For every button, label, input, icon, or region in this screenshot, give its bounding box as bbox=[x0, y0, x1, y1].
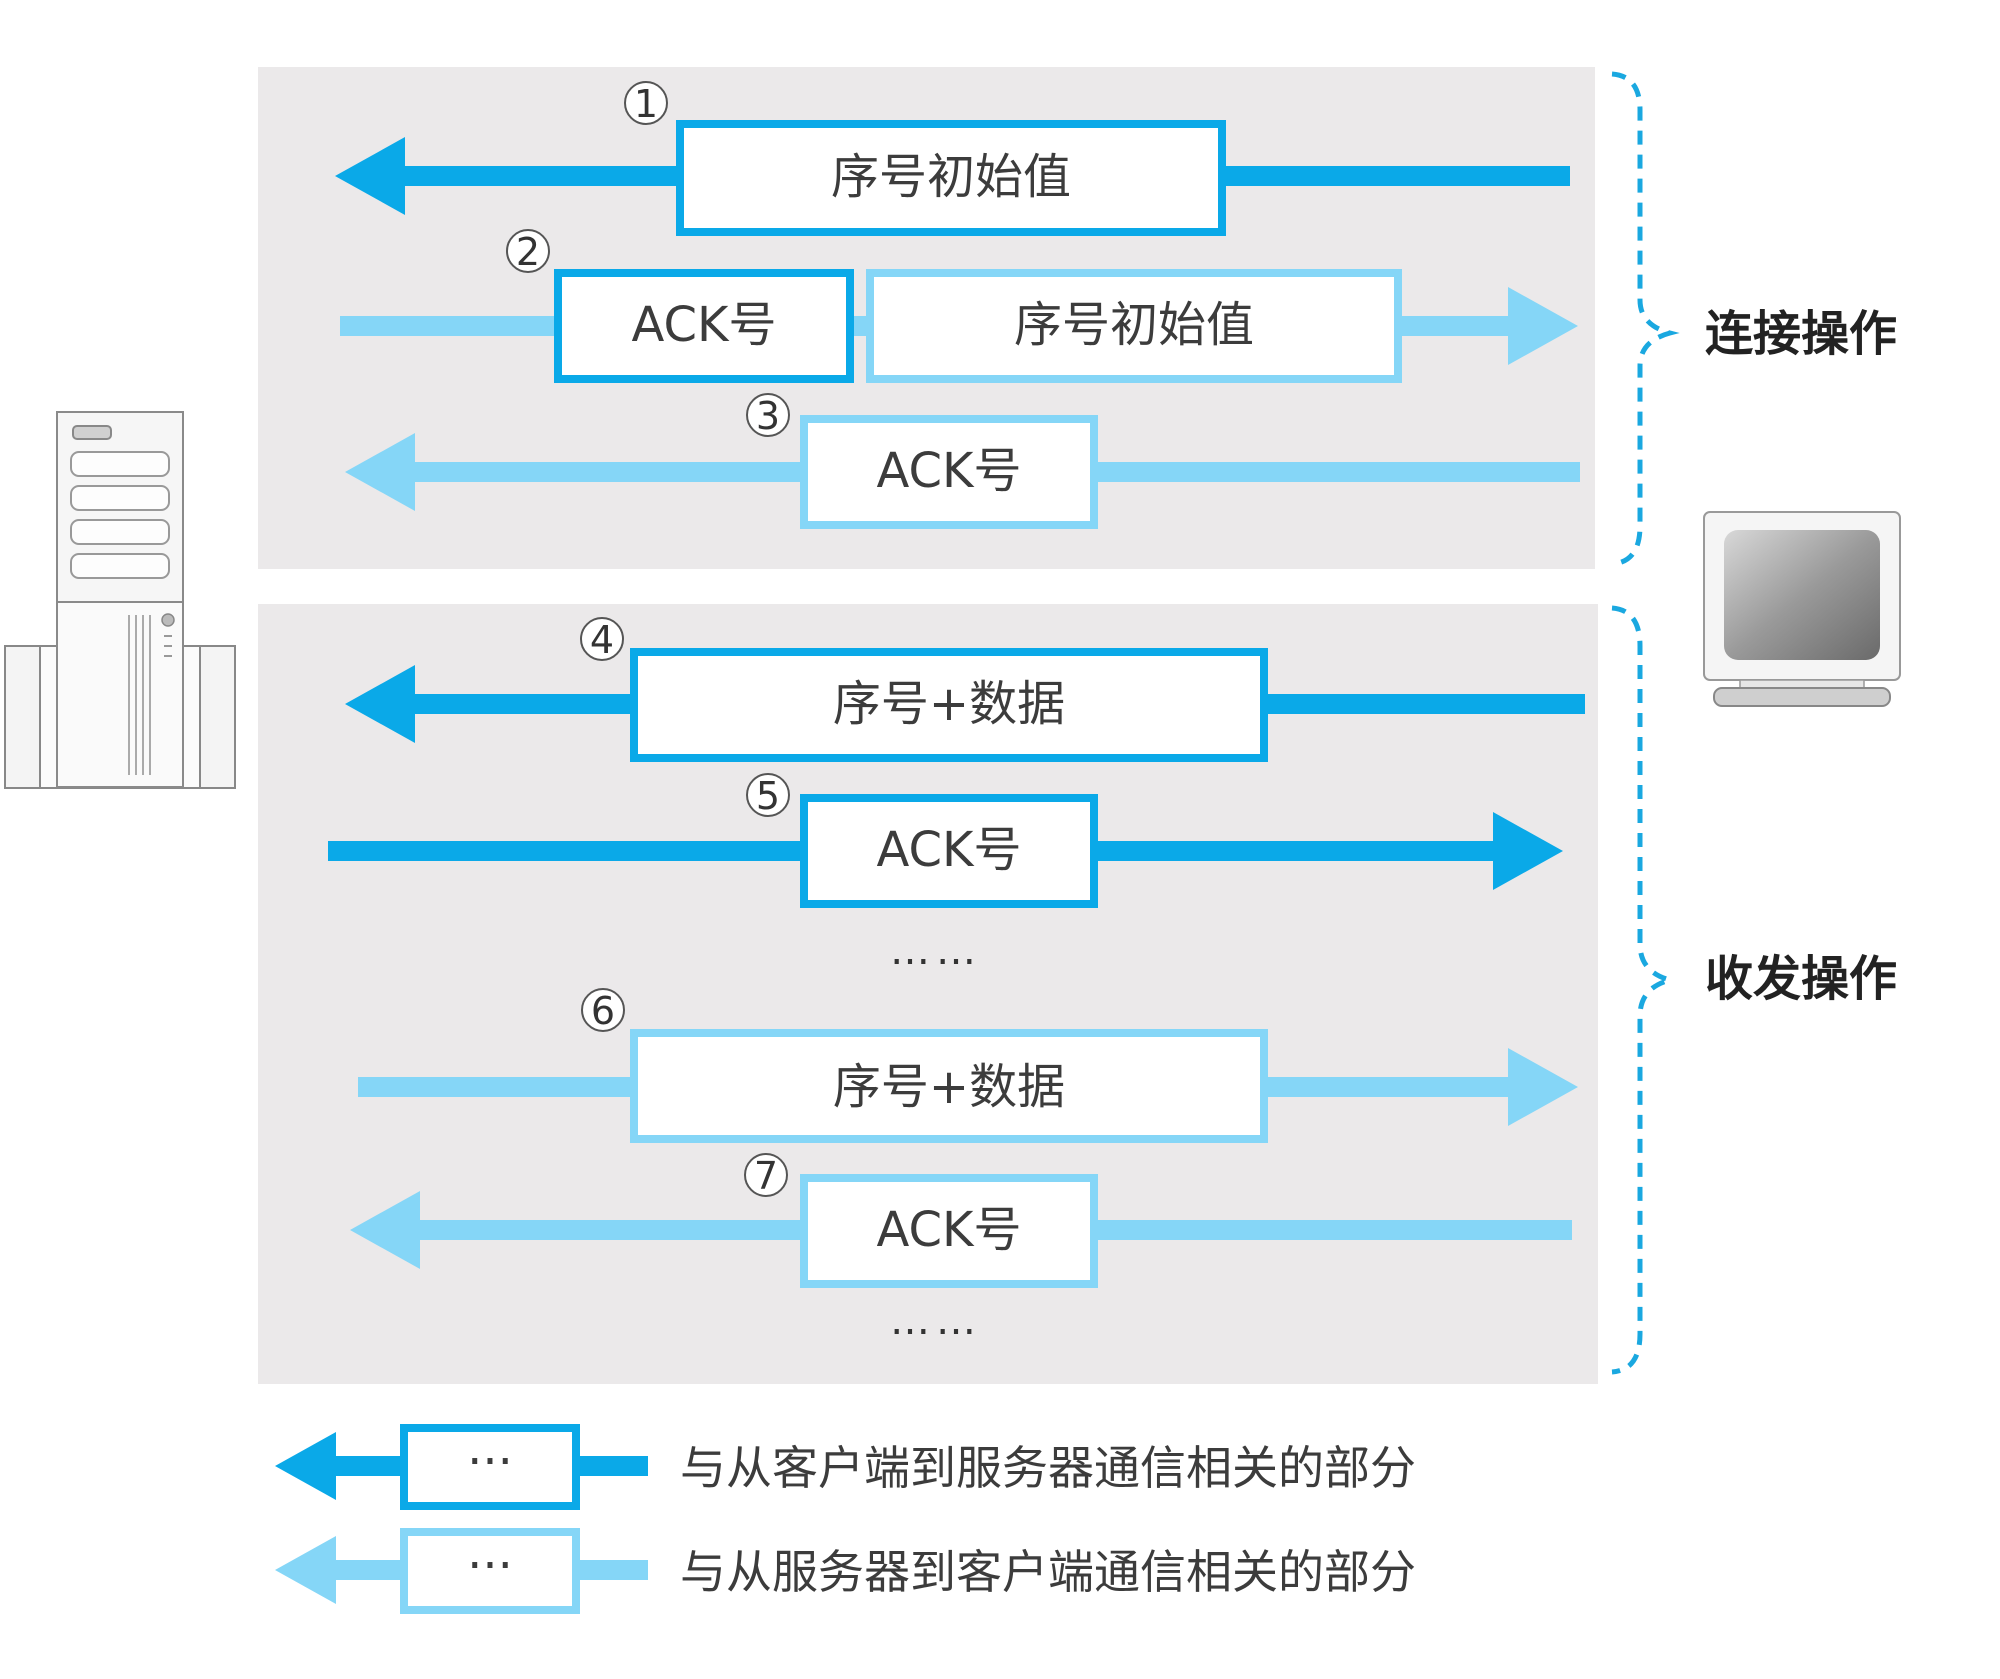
step-7-box bbox=[800, 1174, 1098, 1288]
step-6-number-circle bbox=[581, 988, 625, 1032]
step-2-arrowhead bbox=[1508, 287, 1578, 365]
legend-dark-text: 与从客户端到服务器通信相关的部分 bbox=[680, 1441, 1416, 1495]
step-5-segment: ACK号 5 bbox=[328, 773, 1563, 908]
step-1-box bbox=[676, 120, 1226, 236]
step-6-number: 6 bbox=[591, 989, 615, 1033]
step-4-arrowhead bbox=[345, 665, 415, 743]
step-1-box-label: 序号初始值 bbox=[831, 149, 1071, 205]
step-7-segment: ACK号 7 bbox=[350, 1153, 1572, 1288]
step-3-segment: ACK号 3 bbox=[345, 393, 1580, 529]
step-6-box-label: 序号+数据 bbox=[833, 1059, 1065, 1115]
step-4-number-circle bbox=[580, 617, 624, 661]
step-6-box bbox=[630, 1029, 1268, 1143]
step-6-segment: 序号+数据 6 bbox=[358, 988, 1578, 1143]
step-5-number: 5 bbox=[756, 774, 780, 818]
step-6-arrowhead bbox=[1508, 1048, 1578, 1126]
step-1-segment: 序号初始值 1 bbox=[335, 81, 1570, 236]
step-3-box-label: ACK号 bbox=[877, 443, 1022, 499]
step-2-number: 2 bbox=[516, 230, 540, 274]
step-2-box-1-label: ACK号 bbox=[632, 297, 777, 353]
ellipsis-1: …… bbox=[890, 928, 982, 974]
step-3-number-circle bbox=[746, 393, 790, 437]
step-5-arrowhead bbox=[1493, 812, 1563, 890]
step-1-number-circle bbox=[624, 81, 668, 125]
step-7-box-label: ACK号 bbox=[877, 1202, 1022, 1258]
ellipsis-2: …… bbox=[890, 1298, 982, 1344]
legend-client-to-server: ··· 与从客户端到服务器通信相关的部分 bbox=[275, 1424, 1416, 1510]
connect-label: 连接操作 bbox=[1705, 306, 1897, 362]
server-icon bbox=[4, 411, 236, 789]
legend-light-text: 与从服务器到客户端通信相关的部分 bbox=[680, 1545, 1416, 1599]
step-1-arrowhead bbox=[335, 137, 405, 215]
step-4-number: 4 bbox=[590, 618, 614, 662]
step-5-number-circle bbox=[746, 773, 790, 817]
step-4-box bbox=[630, 648, 1268, 762]
transfer-label: 收发操作 bbox=[1705, 951, 1897, 1007]
step-7-number: 7 bbox=[754, 1154, 778, 1198]
step-2-number-circle bbox=[506, 229, 550, 273]
step-2-box-1 bbox=[554, 269, 854, 383]
step-1-number: 1 bbox=[634, 82, 658, 126]
legend-light-box bbox=[400, 1528, 580, 1614]
step-7-arrowhead bbox=[350, 1191, 420, 1269]
step-4-box-label: 序号+数据 bbox=[833, 676, 1065, 732]
step-2-segment: ACK号 序号初始值 2 bbox=[340, 229, 1578, 383]
step-5-box-label: ACK号 bbox=[877, 822, 1022, 878]
transfer-brace bbox=[1611, 605, 1680, 1375]
step-3-number: 3 bbox=[756, 394, 780, 438]
monitor-icon bbox=[1703, 511, 1901, 707]
step-3-box bbox=[800, 415, 1098, 529]
step-2-box-2 bbox=[866, 269, 1402, 383]
legend-dark-box bbox=[400, 1424, 580, 1510]
step-3-arrowhead bbox=[345, 433, 415, 511]
legend: ··· 与从客户端到服务器通信相关的部分 ··· 与从服务器到客户端通信相关的部… bbox=[275, 1424, 1416, 1614]
legend-server-to-client: ··· 与从服务器到客户端通信相关的部分 bbox=[275, 1528, 1416, 1614]
step-2-box-2-label: 序号初始值 bbox=[1014, 297, 1254, 353]
step-7-number-circle bbox=[744, 1153, 788, 1197]
step-5-box bbox=[800, 794, 1098, 908]
legend-light-box-label: ··· bbox=[467, 1538, 513, 1594]
legend-dark-box-label: ··· bbox=[467, 1434, 513, 1490]
connect-brace bbox=[1611, 71, 1680, 567]
step-4-segment: 序号+数据 4 bbox=[345, 617, 1585, 762]
